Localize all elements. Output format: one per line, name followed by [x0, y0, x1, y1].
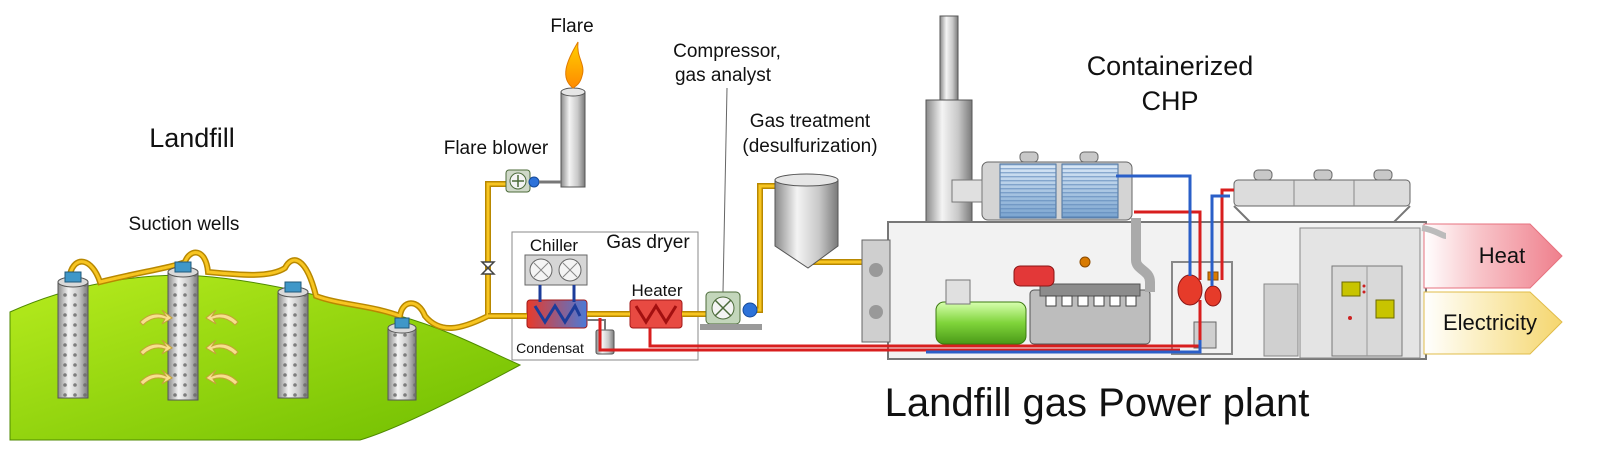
radiator-unit — [951, 151, 1133, 221]
compressor-label-line2: gas analyst — [675, 65, 772, 86]
dryer-exchanger — [526, 285, 588, 329]
control-cabinet — [1331, 265, 1403, 357]
zigzag-coil-icon — [634, 303, 678, 325]
suction-well-3 — [277, 281, 309, 399]
flare-blower — [505, 169, 561, 193]
flare-valve — [480, 261, 496, 275]
cold-water-pipes — [926, 174, 1230, 354]
gas-treatment-label-line2: (desulfurization) — [742, 136, 877, 157]
zigzag-coil-icon — [533, 302, 582, 325]
condensat-label: Condensat — [516, 340, 584, 356]
gas-dryer-box — [511, 231, 699, 361]
well-collection-pipe-inner — [68, 182, 512, 330]
hot-water-pipes — [598, 188, 1234, 352]
gas-migration-arrows — [139, 309, 239, 386]
suction-well-4 — [387, 317, 417, 401]
suction-wells-label: Suction wells — [129, 214, 240, 235]
flare-stack — [560, 41, 586, 188]
suction-well-1 — [57, 271, 89, 399]
compressor-label-line1: Compressor, — [673, 41, 781, 62]
chiller-label: Chiller — [530, 236, 579, 255]
flame-icon — [565, 41, 584, 89]
flare-blower-label: Flare blower — [444, 138, 549, 159]
gas-engine — [1013, 218, 1155, 345]
gas-treatment-label-line1: Gas treatment — [750, 111, 871, 132]
suction-well-2 — [167, 261, 199, 401]
compressor-leader-line — [722, 87, 728, 293]
roof-cooler — [1233, 169, 1411, 223]
plant-title: Landfill gas Power plant — [885, 381, 1310, 425]
gas-dryer-label: Gas dryer — [606, 232, 690, 253]
desulfurization-tank — [774, 173, 839, 269]
heat-exchanger-frame — [1171, 261, 1233, 355]
heater-label: Heater — [631, 281, 682, 300]
chp-label-line2: CHP — [1141, 86, 1198, 116]
flare-label: Flare — [550, 16, 593, 37]
chiller — [524, 254, 588, 286]
landfill-label: Landfill — [149, 123, 235, 153]
electricity-output-arrow — [1423, 291, 1563, 355]
generator — [935, 279, 1027, 345]
electricity-label: Electricity — [1443, 310, 1537, 335]
chp-label-line1: Containerized — [1087, 51, 1254, 81]
heater — [629, 299, 683, 329]
heat-output-arrow — [1421, 223, 1563, 289]
heat-label: Heat — [1479, 243, 1525, 268]
compressor — [700, 291, 762, 330]
